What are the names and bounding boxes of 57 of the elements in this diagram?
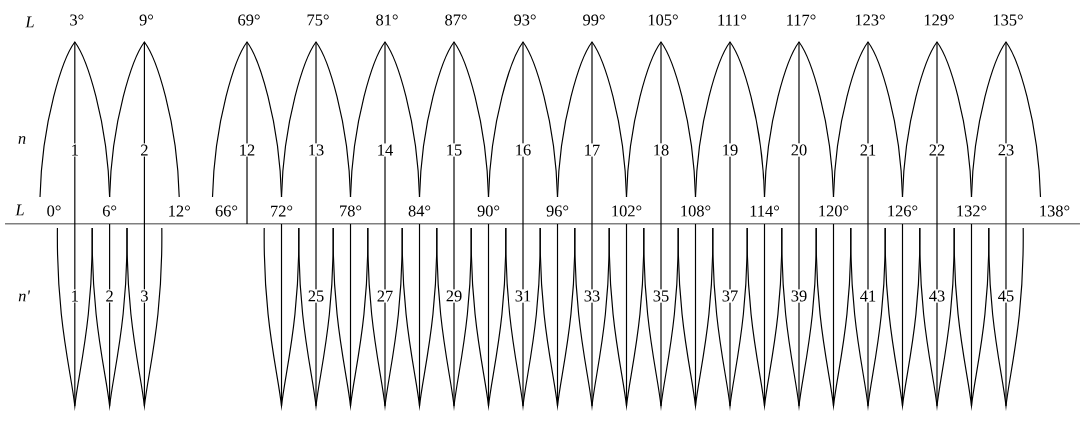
node-label: 2	[141, 144, 148, 156]
longitude-label: 111°	[718, 14, 747, 26]
longitude-label: 66°	[213, 204, 240, 218]
node-label: 15	[447, 144, 462, 156]
node-label: 19	[723, 144, 738, 156]
longitude-label: 75°	[307, 14, 329, 26]
axis-symbol: L	[15, 204, 24, 216]
zone-lens: 39	[781, 223, 817, 407]
zone-lens: 37	[712, 223, 748, 407]
zone-lens: 43	[919, 223, 955, 407]
zone-lens: 29	[436, 223, 472, 407]
zone-lens: 35	[643, 223, 679, 407]
node-label: 12	[240, 144, 255, 156]
zone-lens: 27	[367, 223, 403, 407]
node-label: 37	[722, 290, 738, 302]
node-label: 21	[860, 144, 876, 156]
longitude-label: 69°	[238, 14, 260, 26]
node-label: 20	[791, 144, 807, 156]
zone-lens: 25	[298, 223, 334, 407]
node-label: 39	[791, 290, 807, 302]
longitude-label: 135°	[993, 14, 1023, 26]
zone-lens: 31	[505, 223, 541, 407]
node-label: 33	[584, 290, 600, 302]
zone-lens: 33	[574, 223, 610, 407]
node-label: 45	[998, 290, 1014, 302]
longitude-label: 87°	[445, 14, 467, 26]
longitude-label: 9°	[139, 14, 153, 26]
longitude-label: 3°	[70, 14, 84, 26]
node-label: 23	[998, 144, 1014, 156]
zone-lens: 41	[850, 223, 886, 407]
node-label: 17	[585, 144, 600, 156]
longitude-label: 93°	[514, 14, 536, 26]
node-label: 31	[515, 290, 531, 302]
longitude-label: 0°	[45, 204, 63, 218]
axis-symbol: L	[25, 16, 34, 28]
node-label: 16	[516, 144, 531, 156]
longitude-label: 123°	[855, 14, 885, 26]
longitude-label: 117°	[787, 14, 816, 26]
longitude-label: 81°	[376, 14, 398, 26]
node-label: 29	[446, 290, 462, 302]
node-label: 41	[860, 290, 876, 302]
node-label: 35	[653, 290, 669, 302]
node-label: 27	[377, 290, 393, 302]
longitude-label: 105°	[648, 14, 678, 26]
zone-lens: 45	[988, 223, 1024, 407]
node-label: 14	[378, 144, 393, 156]
axis-symbol: n'	[18, 290, 31, 302]
zone-lens: 1	[56, 223, 93, 407]
node-label: 1	[72, 290, 78, 302]
node-label: 22	[929, 144, 945, 156]
node-label: 1	[72, 144, 78, 156]
node-label: 18	[654, 144, 669, 156]
node-label: 25	[308, 290, 324, 302]
node-label: 43	[929, 290, 945, 302]
node-label: 13	[309, 144, 324, 156]
longitude-label: 99°	[583, 14, 605, 26]
longitude-label: 129°	[924, 14, 954, 26]
